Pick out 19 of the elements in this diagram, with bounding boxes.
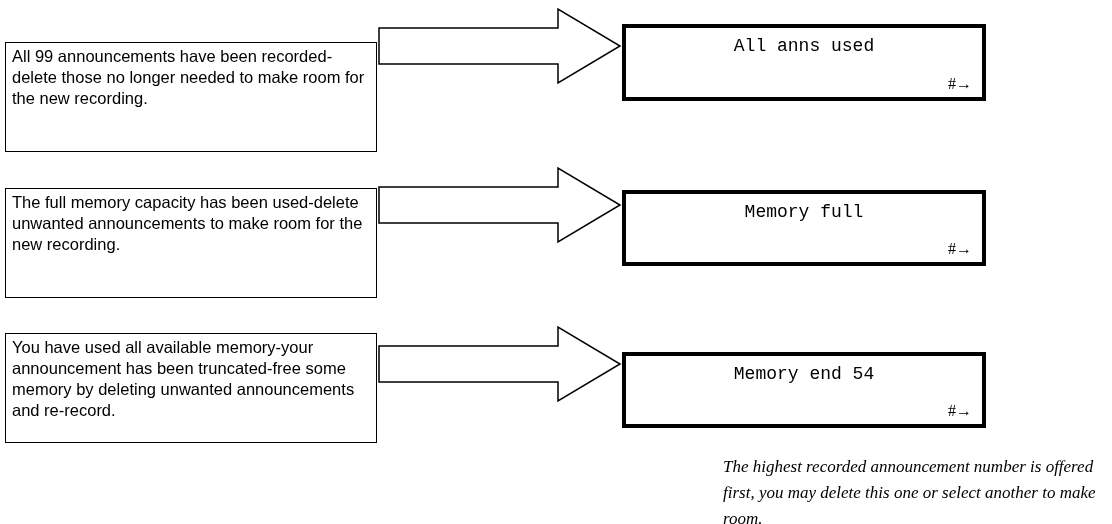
display-screen <box>622 352 986 428</box>
message-text: You have used all available memory-your announcement has been truncated-free some memory by deleting unwanted announcements and re-record. <box>12 338 355 419</box>
message-box <box>5 42 377 152</box>
display-screen <box>622 190 986 266</box>
key-hint: #→ <box>948 240 972 258</box>
display-screen <box>622 24 986 101</box>
key-hint: #→ <box>948 402 972 420</box>
message-box <box>5 188 377 298</box>
message-text: The full memory capacity has been used-delete unwanted announcements to make room for the new recording. <box>12 193 363 253</box>
display-text: Memory full <box>743 202 865 222</box>
block-arrow <box>378 166 622 244</box>
block-arrow <box>378 325 622 403</box>
key-hint: #→ <box>948 75 972 93</box>
display-text: Memory end 54 <box>732 364 876 384</box>
display-text: All anns used <box>732 36 876 56</box>
block-arrow <box>378 7 622 85</box>
message-text: All 99 announcements have been recorded-delete those no longer needed to make room for the new recording. <box>12 47 365 107</box>
message-box <box>5 333 377 443</box>
note-text: The highest recorded announcement number is offered first, you may delete this one or select another to make room. <box>723 456 1097 524</box>
